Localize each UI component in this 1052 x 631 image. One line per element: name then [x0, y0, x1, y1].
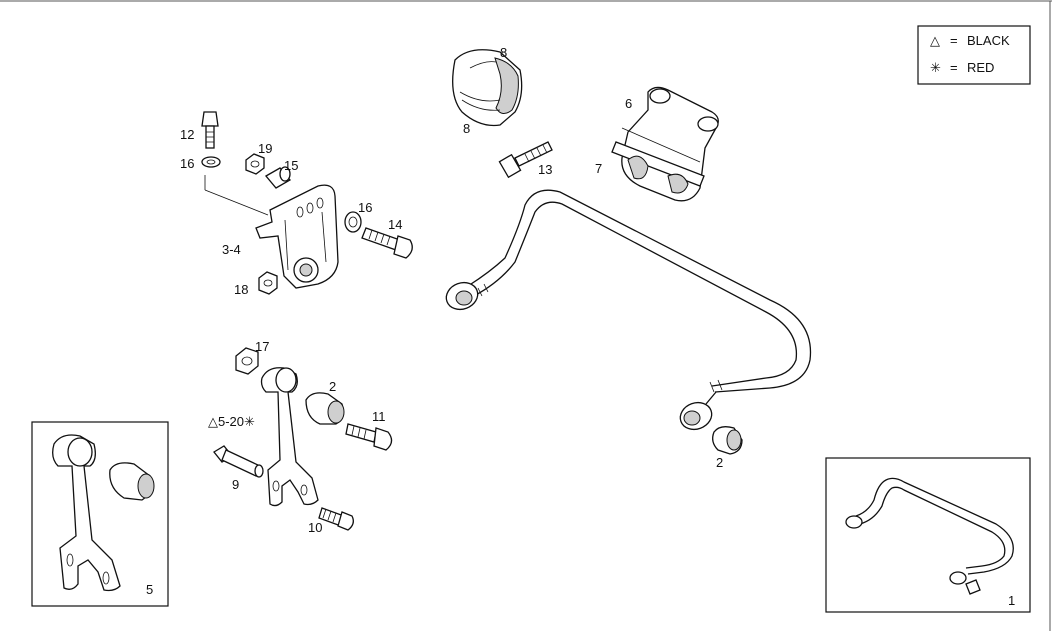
callout-5: 5: [146, 582, 153, 597]
callout-5-20: △5-20✳: [208, 414, 255, 429]
callout-9: 9: [232, 477, 239, 492]
anti-roll-bar-drawing: [445, 189, 812, 431]
callout-1: 1: [1008, 593, 1015, 608]
black-equals: =: [950, 33, 958, 48]
red-equals: =: [950, 60, 958, 75]
inset-bar-1: [825, 457, 1031, 613]
spacer-15-drawing: [265, 166, 291, 189]
bolt-11-drawing: [345, 423, 393, 451]
link-5-20-drawing: [260, 367, 319, 507]
callout-8-top: 8: [500, 45, 507, 60]
bushing-2-right-drawing: [712, 426, 743, 455]
callout-8-bottom: 8: [463, 121, 470, 136]
pin-9-drawing: [213, 445, 264, 478]
callout-17: 17: [255, 339, 269, 354]
inset-link-5: [31, 421, 169, 607]
red-symbol: ✳: [930, 60, 941, 75]
bracket-3-4-drawing: [255, 184, 339, 289]
nut-18-drawing: [258, 271, 278, 295]
nut-17-drawing: [235, 347, 259, 375]
clamp-6-7-drawing: [611, 86, 719, 202]
callout-15: 15: [284, 158, 298, 173]
nut-19-drawing: [245, 153, 265, 175]
bolt-12-drawing: [201, 111, 219, 149]
callout-2-left: 2: [329, 379, 336, 394]
callout-7: 7: [595, 161, 602, 176]
color-legend: △ = BLACK ✳ = RED: [917, 25, 1031, 85]
callout-11: 11: [372, 409, 386, 424]
callout-18: 18: [234, 282, 248, 297]
bolt-10-drawing: [318, 507, 354, 531]
callout-14: 14: [388, 217, 402, 232]
washer-16-right-drawing: [344, 211, 362, 233]
callout-13: 13: [538, 162, 552, 177]
black-label: BLACK: [967, 33, 1010, 48]
bolt-13-drawing: [498, 141, 553, 179]
washer-16-left-drawing: [201, 156, 221, 168]
bushing-2-left-drawing: [305, 392, 345, 425]
leader-line-12b: [204, 189, 269, 216]
callout-19: 19: [258, 141, 272, 156]
black-symbol: △: [930, 33, 940, 48]
red-label: RED: [967, 60, 994, 75]
callout-2-right: 2: [716, 455, 723, 470]
callout-6: 6: [625, 96, 632, 111]
bushing-8-drawing: [452, 49, 523, 127]
callout-12: 12: [180, 127, 194, 142]
callout-16-left: 16: [180, 156, 194, 171]
callout-16-right: 16: [358, 200, 372, 215]
callout-10: 10: [308, 520, 322, 535]
bolt-14-drawing: [361, 227, 413, 259]
callout-3-4: 3-4: [222, 242, 241, 257]
